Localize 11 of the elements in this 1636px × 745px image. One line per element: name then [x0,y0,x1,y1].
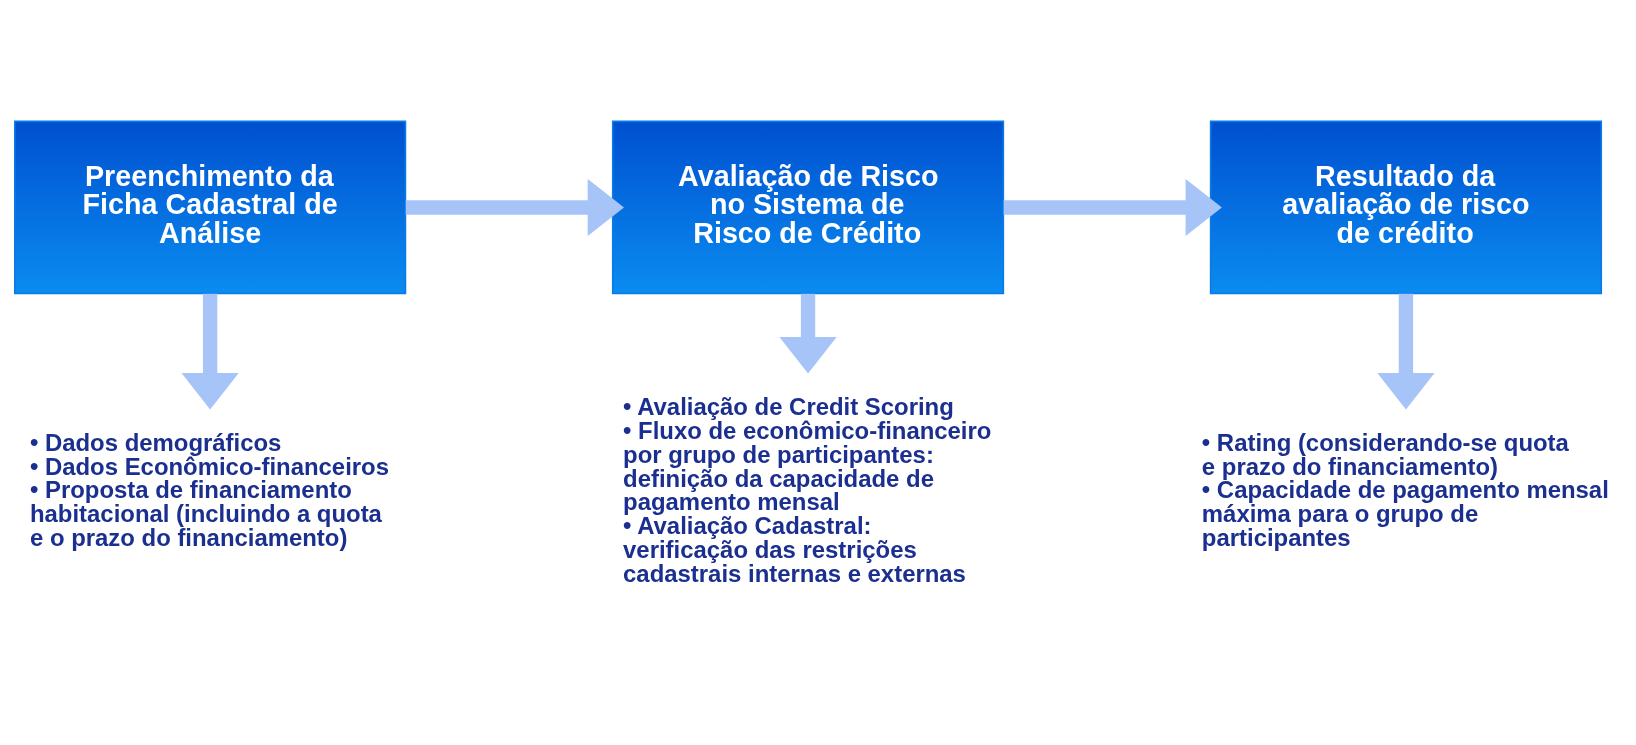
arrow [405,178,624,237]
node-box: Resultado da avaliação de risco de crédito [1209,120,1603,295]
arrow [1003,178,1222,237]
arrow [779,293,837,374]
arrow [181,293,239,410]
node-text: • Avaliação de Credit Scoring • Fluxo de econômico-financeiro por grupo de participantes: definição da capacidade de pagamento mensal • Avaliação Cadastral: verificação das restrições cadastrais internas e externas [623,392,992,588]
node-text: • Dados demográficos • Dados Econômico-financeiros • Proposta de financiamento habitacional (incluindo a quota e o prazo do financiamento) [29,428,390,552]
node-box: Avaliação de Risco no Sistema de Risco de Crédito [611,120,1005,295]
arrow [1377,293,1435,410]
node-text: • Rating (considerando-se quota e prazo do financiamento) • Capacidade de pagamento mensal máxima para o grupo de participantes [1201,428,1609,552]
node-box: Preenchimento da Ficha Cadastral de Análise [14,120,407,295]
